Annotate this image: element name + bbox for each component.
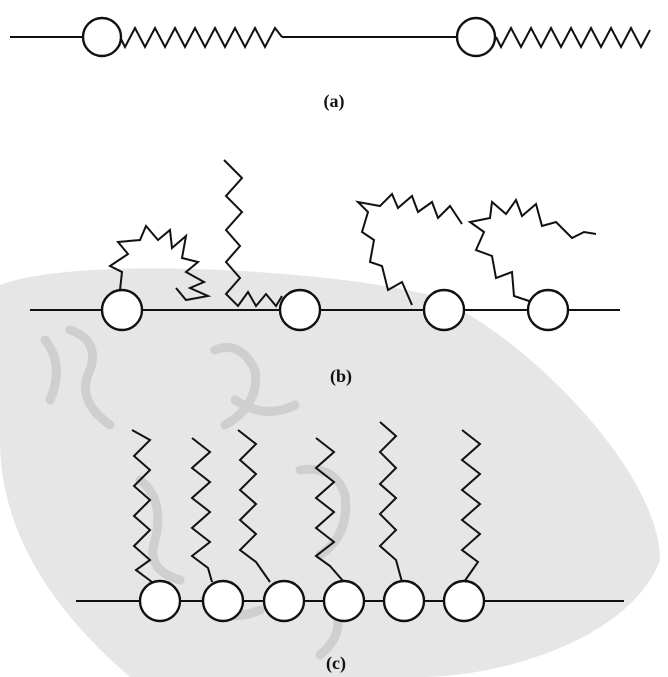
side-chain-zigzag [119,25,283,50]
monomer-bead [138,579,182,623]
monomer-bead [262,579,306,623]
panel-b [30,159,620,332]
extended-side-chain [131,429,153,583]
monomer-bead [422,288,466,332]
monomer-bead [278,288,322,332]
extended-side-chain [314,437,345,583]
panel-c-label: (c) [326,653,346,674]
monomer-bead [322,579,366,623]
panel-b-label: (b) [330,366,352,387]
panel-a [10,16,651,58]
looped-side-chain [223,159,283,308]
panel-a-label: (a) [324,91,345,112]
panel-c [76,421,624,623]
collapsed-side-chain [108,224,212,302]
monomer-bead [81,16,123,58]
monomer-bead [201,579,245,623]
monomer-bead [382,579,426,623]
extended-side-chain [460,429,482,583]
extended-side-chain [237,429,271,583]
monomer-bead [526,288,570,332]
monomer-bead [100,288,144,332]
monomer-bead [455,16,497,58]
coiled-side-chain [467,197,597,303]
monomer-bead [442,579,486,623]
extended-side-chain [378,421,403,583]
coiled-side-chain [355,192,463,306]
side-chain-zigzag [495,25,651,50]
extended-side-chain [190,437,213,583]
